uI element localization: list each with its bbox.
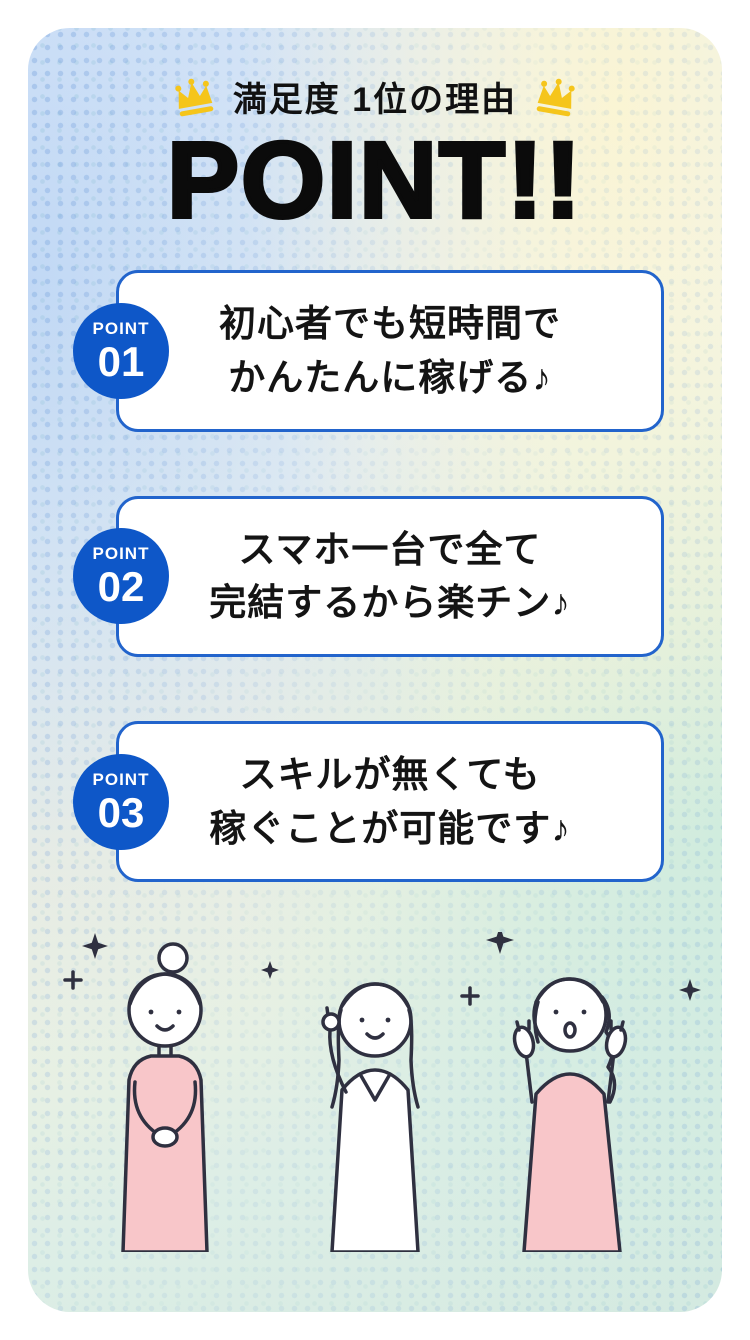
header-row: 満足度 1位の理由: [28, 28, 722, 121]
badge-number: 01: [97, 338, 145, 386]
point-text-line1: 初心者でも短時間で: [219, 303, 561, 345]
point-text-line2: かんたんに稼げる♪: [228, 357, 552, 399]
point-badge-3: POINT 03: [73, 753, 169, 850]
badge-label: POINT: [92, 544, 150, 564]
point-card-2: POINT 02 スマホ一台で全て 完結するから楽チン♪: [73, 495, 664, 657]
point-card-1: POINT 01 初心者でも短時間で かんたんに稼げる♪: [73, 270, 664, 432]
badge-number: 02: [97, 563, 145, 611]
page-title: POINT!!: [165, 119, 583, 240]
badge-number: 03: [97, 788, 145, 836]
woman-illustration-1: [121, 942, 209, 1252]
points-list: POINT 01 初心者でも短時間で かんたんに稼げる♪ POINT 02 スマ…: [73, 270, 664, 883]
gradient-panel: 満足度 1位の理由 POINT!! POINT 01 初心者でも短時間で かんた…: [28, 28, 722, 1312]
point-badge-2: POINT 02: [73, 528, 169, 625]
three-women-illustration: [63, 932, 701, 1252]
point-badge-1: POINT 01: [73, 303, 169, 400]
illustration: [28, 932, 722, 1252]
badge-label: POINT: [92, 319, 150, 339]
header-label: 満足度 1位の理由: [232, 81, 518, 119]
woman-illustration-3: [512, 977, 628, 1252]
point-text-line1: スキルが無くても: [239, 753, 541, 795]
point-text-line2: 稼ぐことが可能です♪: [209, 807, 571, 849]
crown-icon: [536, 78, 575, 116]
point-text-line1: スマホ一台で全て: [238, 528, 542, 570]
woman-illustration-2: [321, 982, 420, 1252]
point-text-line2: 完結するから楽チン♪: [209, 582, 571, 624]
crown-icon: [175, 78, 214, 116]
point-card-3: POINT 03 スキルが無くても 稼ぐことが可能です♪: [73, 720, 664, 883]
sparkle-icon: [82, 932, 701, 1001]
plus-sparkle-icon: [63, 970, 480, 1006]
badge-label: POINT: [92, 769, 150, 789]
